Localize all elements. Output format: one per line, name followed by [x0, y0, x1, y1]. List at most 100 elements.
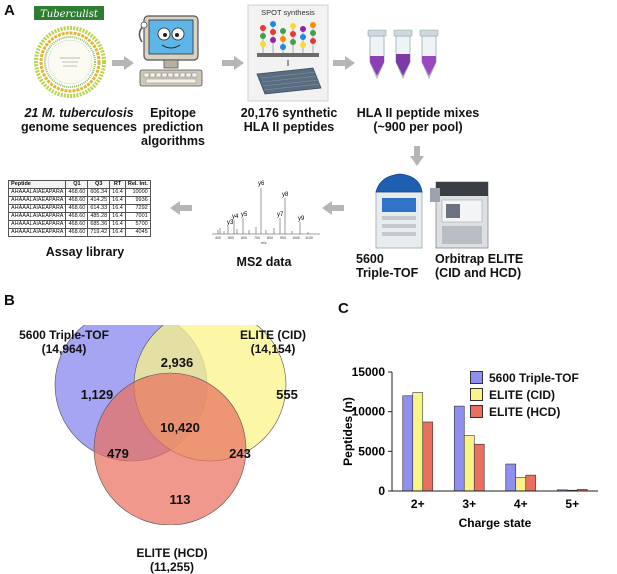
venn-count-triple-hcd: 479 [107, 446, 129, 461]
axis-tick: 900 [280, 236, 286, 240]
orbitrap-caption: Orbitrap ELITE (CID and HCD) [435, 252, 555, 280]
venn-label-elite-cid: ELITE (CID) (14,154) [228, 328, 318, 356]
table-cell: 7292 [124, 204, 151, 213]
table-cell: AHAAALAIAEAPARA [7, 204, 67, 213]
genome-caption-italic: 21 M. tuberculosis [24, 106, 134, 120]
axis-tick: 1100 [305, 236, 313, 240]
caption-line: Epitope [150, 106, 196, 120]
venn-count-all-three: 10,420 [160, 420, 200, 435]
column-header: Q3 [87, 180, 111, 189]
ms2-caption: MS2 data [236, 255, 292, 269]
peak-label: y3 [227, 220, 234, 226]
set-total: (11,255) [149, 560, 195, 574]
table-cell: 5700 [124, 220, 151, 229]
genome-caption: 21 M. tuberculosis genome sequences [14, 106, 144, 134]
x-tick-label: 3+ [462, 497, 476, 511]
legend-swatch [470, 388, 483, 401]
caption-line: Triple-TOF [356, 266, 419, 280]
genome-caption-rest: genome sequences [20, 120, 137, 134]
table-cell: AHAAALAIAEAPARA [7, 212, 67, 221]
axis-tick: 800 [267, 236, 273, 240]
venn-count-triple-only: 1,129 [80, 387, 114, 402]
x-axis-ticks: 2+3+4+5+ [411, 497, 579, 511]
y-axis-label: Peptides (n) [341, 397, 355, 466]
assay-table-container: Peptide Q1 Q3 RT Rel. Int. AHAAALAIAEAPA… [7, 180, 151, 237]
caption-line: 20,176 synthetic [240, 106, 338, 120]
table-cell: 606.34 [87, 188, 111, 197]
table-cell: 16.4 [109, 212, 126, 221]
set-total: (14,154) [250, 342, 296, 356]
epitope-caption: Epitope prediction algorithms [118, 106, 228, 148]
venn-label-triple-tof: 5600 Triple-TOF (14,964) [14, 328, 114, 356]
arrow-right-icon [333, 56, 355, 70]
venn-count-hcd-only: 113 [169, 492, 191, 507]
legend-item: ELITE (CID) [470, 386, 579, 403]
peak-label: y8 [282, 192, 289, 198]
synthetic-peptides-caption: 20,176 synthetic HLA II peptides [230, 106, 348, 134]
assay-table: Peptide Q1 Q3 RT Rel. Int. AHAAALAIAEAPA… [7, 180, 151, 237]
bar [505, 463, 517, 492]
x-axis-label: Charge state [459, 516, 532, 530]
bar [463, 435, 475, 492]
table-cell: 9936 [124, 196, 151, 205]
legend-swatch [470, 371, 483, 384]
table-cell: AHAAALAIAEAPARA [7, 220, 67, 229]
caption-line: HLA II peptide mixes [356, 106, 480, 120]
arrow-right-icon [112, 56, 134, 70]
y-tick-label: 15000 [352, 365, 386, 379]
panel-b-letter: B [4, 292, 15, 309]
orbitrap-image [430, 176, 494, 250]
table-cell: 614.33 [87, 204, 111, 213]
venn-diagram [50, 308, 330, 526]
venn-count-cid-hcd: 243 [229, 446, 251, 461]
column-header: RT [109, 180, 126, 189]
table-cell: 468.60 [65, 188, 89, 197]
bar [412, 392, 424, 492]
table-cell: 10000 [124, 188, 151, 197]
axis-tick: 1000 [292, 236, 300, 240]
legend-item: 5600 Triple-TOF [470, 369, 579, 386]
caption-line: 5600 [356, 252, 384, 266]
x-tick-label: 2+ [411, 497, 425, 511]
table-cell: 468.60 [65, 212, 89, 221]
y-tick-label: 0 [378, 484, 385, 498]
arrow-left-icon [322, 201, 344, 215]
caption-line: prediction [142, 120, 204, 134]
bar [473, 443, 485, 492]
table-cell: AHAAALAIAEAPARA [7, 228, 67, 237]
table-cell: 468.60 [65, 204, 89, 213]
x-tick-label: 5+ [565, 497, 579, 511]
panel-c-letter: C [338, 300, 349, 317]
column-header: Peptide [7, 180, 67, 189]
table-cell: 16.4 [109, 196, 126, 205]
spot-synthesis-image: SPOT synthesis [247, 4, 329, 102]
table-cell: 4045 [124, 228, 151, 237]
peak-label: y6 [258, 181, 265, 187]
spot-synthesis-label: SPOT synthesis [261, 8, 315, 17]
caption-line: Orbitrap ELITE [435, 252, 524, 266]
legend-label: ELITE (CID) [489, 387, 555, 402]
caption-line: (CID and HCD) [435, 266, 522, 280]
axis-tick: 400 [215, 236, 221, 240]
ms2-spectrum: y3 y4 y5 y6 y7 y8 y9 400 500 600 700 800… [204, 170, 324, 248]
axis-tick: 600 [241, 236, 247, 240]
peak-label: y9 [298, 216, 305, 222]
table-cell: 685.36 [87, 220, 111, 229]
table-cell: 16.4 [109, 188, 126, 197]
set-name: ELITE (CID) [240, 328, 306, 342]
set-name: ELITE (HCD) [136, 546, 208, 560]
axis-tick: 500 [228, 236, 234, 240]
bar [453, 405, 465, 492]
legend-label: ELITE (HCD) [489, 404, 561, 419]
peak-label: y7 [277, 212, 284, 218]
triple-tof-caption: 5600 Triple-TOF [356, 252, 426, 280]
bar [402, 395, 414, 492]
peptide-tubes-image [362, 26, 448, 86]
